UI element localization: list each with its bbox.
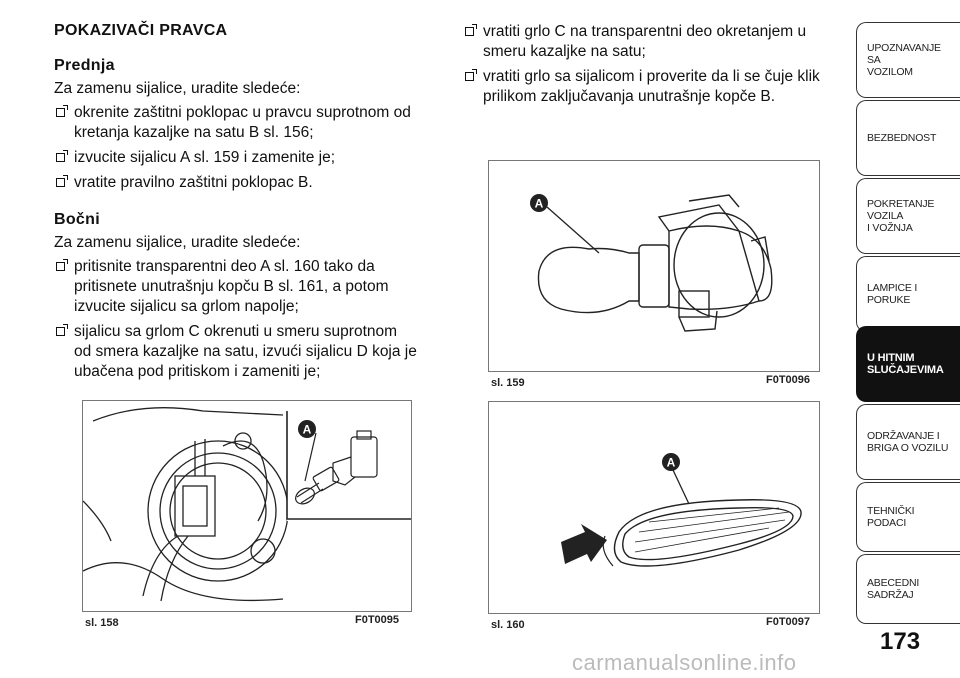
figure-caption: sl. 160 xyxy=(491,619,525,631)
left-column: POKAZIVAČI PRAVCA Prednja Za zamenu sija… xyxy=(54,22,444,382)
figure-code: F0T0095 xyxy=(355,614,400,626)
side-intro: Za zamenu sijalice, uradite sledeće: xyxy=(54,234,301,251)
callout-a-icon xyxy=(662,453,680,471)
list-item: pritisnite transparentni deo A sl. 160 t… xyxy=(54,257,444,317)
figure-caption: sl. 159 xyxy=(491,377,525,389)
tab-bezbednost[interactable]: BEZBEDNOST xyxy=(856,100,960,176)
watermark: carmanualsonline.info xyxy=(572,650,797,675)
front-intro: Za zamenu sijalice, uradite sledeće: xyxy=(54,80,301,97)
tab-lampice-i-poruke[interactable]: LAMPICE I PORUKE xyxy=(856,256,960,332)
callout-label: A xyxy=(303,423,312,437)
figure-code: F0T0097 xyxy=(766,616,811,628)
page-number: 173 xyxy=(880,628,921,655)
arrow-right-icon xyxy=(561,524,607,564)
checkbox-bullet-icon xyxy=(56,324,68,336)
list-item: vratiti grlo sa sijalicom i proverite da… xyxy=(463,67,853,107)
list-item: izvucite sijalicu A sl. 159 i zamenite j… xyxy=(54,148,444,168)
callout-a-icon xyxy=(298,420,316,438)
figure-158: A xyxy=(82,400,412,612)
figure-code: F0T0096 xyxy=(766,374,811,386)
checkbox-bullet-icon xyxy=(465,24,477,36)
section-heading: POKAZIVAČI PRAVCA xyxy=(54,22,228,39)
checkbox-bullet-icon xyxy=(56,259,68,271)
subheading-side: Bočni xyxy=(54,211,100,228)
checkbox-bullet-icon xyxy=(56,150,68,162)
callout-label: A xyxy=(667,456,676,470)
checkbox-bullet-icon xyxy=(465,69,477,81)
callout-label: A xyxy=(535,197,544,211)
checkbox-bullet-icon xyxy=(56,105,68,117)
callout-a-icon xyxy=(530,194,548,212)
headlamp-illustration: A xyxy=(82,407,411,602)
tab-abecedni-sadrzaj[interactable]: ABECEDNI SADRŽAJ xyxy=(856,554,960,624)
tab-tehnicki-podaci[interactable]: TEHNIČKI PODACI xyxy=(856,482,960,552)
right-column: vratiti grlo C na transparentni deo okre… xyxy=(463,22,853,107)
side-indicator-illustration: A xyxy=(561,453,802,567)
list-item: vratiti grlo C na transparentni deo okre… xyxy=(463,22,853,62)
bulb-illustration: A xyxy=(530,194,773,332)
list-item: vratite pravilno zaštitni poklopac B. xyxy=(54,173,444,193)
figure-159: A xyxy=(488,160,820,372)
figure-160: A xyxy=(488,401,820,614)
checkbox-bullet-icon xyxy=(56,175,68,187)
list-item: okrenite zaštitni poklopac u pravcu supr… xyxy=(54,103,444,143)
subheading-front: Prednja xyxy=(54,57,115,74)
list-item: sijalicu sa grlom C okrenuti u smeru sup… xyxy=(54,322,444,382)
figure-caption: sl. 158 xyxy=(85,617,119,629)
